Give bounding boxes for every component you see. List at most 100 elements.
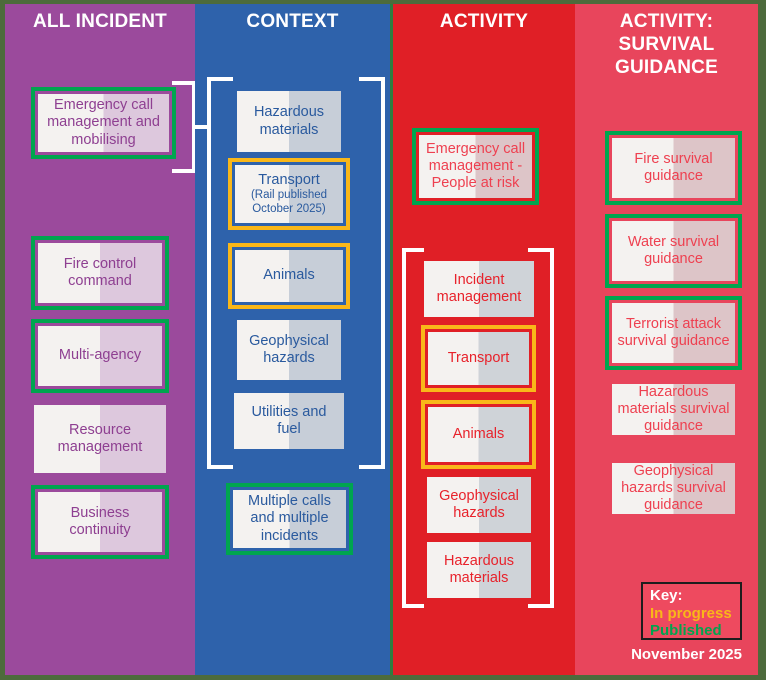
card-emergency-call-management[interactable]: Emergency call management and mobilising — [38, 94, 169, 152]
card-transport[interactable]: Transport (Rail published October 2025) — [235, 165, 343, 223]
card-fill — [235, 250, 343, 302]
card-fill — [237, 91, 341, 152]
column-activity: ACTIVITY Emergency call management - Peo… — [390, 4, 575, 675]
card-fill — [424, 261, 534, 317]
column-context: CONTEXT Hazardous materials Transport — [195, 4, 390, 675]
card-water-survival-guidance[interactable]: Water survival guidance — [612, 221, 735, 281]
card-label: Hazardous materials survival guidance — [617, 383, 730, 435]
card-resource-management[interactable]: Resource management — [34, 405, 166, 473]
column-title-activity: ACTIVITY — [439, 11, 529, 32]
card-emergency-call-management-wrapper[interactable]: Emergency call management and mobilising — [31, 87, 176, 159]
card-hazardous-materials-survival-guidance-wrapper[interactable]: Hazardous materials survival guidance — [609, 381, 738, 438]
card-label: Emergency call management - People at ri… — [425, 140, 526, 192]
card-activity-transport[interactable]: Transport — [428, 332, 529, 385]
card-label-main: Transport — [258, 172, 320, 189]
card-incident-management-wrapper[interactable]: Incident management — [421, 258, 537, 320]
card-fire-survival-guidance-wrapper[interactable]: Fire survival guidance — [605, 131, 742, 205]
card-hazardous-materials[interactable]: Hazardous materials — [237, 91, 341, 152]
card-terrorist-attack-survival-guidance[interactable]: Terrorist attack survival guidance — [612, 303, 735, 363]
card-utilities-and-fuel[interactable]: Utilities and fuel — [234, 393, 344, 449]
card-label: Geophysical hazards — [249, 332, 329, 366]
card-fill — [237, 320, 341, 380]
column-title-context: CONTEXT — [246, 11, 339, 32]
card-activity-geophysical-hazards-wrapper[interactable]: Geophysical hazards — [424, 474, 534, 536]
card-geophysical-hazards-survival-guidance[interactable]: Geophysical hazards survival guidance — [612, 463, 735, 514]
card-activity-animals-wrapper[interactable]: Animals — [421, 400, 536, 469]
card-label: Terrorist attack survival guidance — [617, 315, 730, 349]
card-fill — [234, 393, 344, 449]
card-fill — [38, 94, 169, 152]
card-geophysical-hazards[interactable]: Geophysical hazards — [237, 320, 341, 380]
card-water-survival-guidance-wrapper[interactable]: Water survival guidance — [605, 214, 742, 288]
card-fill — [419, 135, 532, 198]
column-all-incident: ALL INCIDENT Emergency call management a… — [5, 4, 195, 675]
card-hazardous-materials-survival-guidance[interactable]: Hazardous materials survival guidance — [612, 384, 735, 435]
card-emergency-call-management-people-at-risk[interactable]: Emergency call management - People at ri… — [419, 135, 532, 198]
card-fill — [612, 384, 735, 435]
card-fill — [612, 463, 735, 514]
card-fire-survival-guidance[interactable]: Fire survival guidance — [612, 138, 735, 198]
card-business-continuity-wrapper[interactable]: Business continuity — [31, 485, 169, 559]
card-fill — [34, 405, 166, 473]
card-label: Multi-agency — [58, 347, 142, 364]
card-fill — [612, 303, 735, 363]
card-fill — [38, 326, 162, 386]
datestamp: November 2025 — [631, 646, 742, 663]
key-legend: Key: In progress Published — [641, 582, 742, 640]
card-fire-control-command-wrapper[interactable]: Fire control command — [31, 236, 169, 310]
card-fill — [428, 332, 529, 385]
key-in-progress-label: In progress — [650, 604, 732, 622]
card-label: Transport — [447, 349, 510, 366]
card-label: Transport (Rail published October 2025) — [235, 170, 343, 218]
card-fill — [427, 542, 531, 598]
card-fill — [38, 492, 162, 552]
card-geophysical-hazards-survival-guidance-wrapper[interactable]: Geophysical hazards survival guidance — [609, 460, 738, 517]
card-fill — [233, 490, 346, 548]
card-activity-hazardous-materials[interactable]: Hazardous materials — [427, 542, 531, 598]
card-fill — [428, 407, 529, 462]
column-activity-survival-guidance: ACTIVITY: SURVIVAL GUIDANCE Fire surviva… — [575, 4, 758, 675]
card-label: Hazardous materials — [253, 104, 325, 138]
card-activity-animals[interactable]: Animals — [428, 407, 529, 462]
card-fire-control-command[interactable]: Fire control command — [38, 243, 162, 303]
card-multiple-calls-wrapper[interactable]: Multiple calls and multiple incidents — [226, 483, 353, 555]
card-business-continuity[interactable]: Business continuity — [38, 492, 162, 552]
card-resource-management-wrapper[interactable]: Resource management — [31, 402, 169, 476]
card-hazardous-materials-wrapper[interactable]: Hazardous materials — [234, 88, 344, 155]
card-utilities-and-fuel-wrapper[interactable]: Utilities and fuel — [231, 390, 347, 452]
card-label: Water survival guidance — [627, 233, 720, 267]
card-label-sub: (Rail published October 2025) — [250, 189, 328, 215]
card-fill — [612, 221, 735, 281]
card-emergency-call-people-at-risk-wrapper[interactable]: Emergency call management - People at ri… — [412, 128, 539, 205]
card-label: Animals — [263, 267, 315, 284]
card-incident-management[interactable]: Incident management — [424, 261, 534, 317]
card-fill — [427, 477, 531, 533]
card-label: Emergency call management and mobilising — [47, 97, 160, 148]
card-transport-wrapper[interactable]: Transport (Rail published October 2025) — [228, 158, 350, 230]
card-fill — [38, 243, 162, 303]
key-published-label: Published — [650, 622, 722, 640]
card-terrorist-attack-survival-guidance-wrapper[interactable]: Terrorist attack survival guidance — [605, 296, 742, 370]
card-label: Geophysical hazards — [439, 487, 519, 521]
card-label: Utilities and fuel — [251, 403, 327, 437]
card-activity-hazardous-materials-wrapper[interactable]: Hazardous materials — [424, 539, 534, 601]
card-multiple-calls-and-multiple-incidents[interactable]: Multiple calls and multiple incidents — [233, 490, 346, 548]
card-multi-agency-wrapper[interactable]: Multi-agency — [31, 319, 169, 393]
card-activity-transport-wrapper[interactable]: Transport — [421, 325, 536, 392]
card-multi-agency[interactable]: Multi-agency — [38, 326, 162, 386]
column-title-all-incident: ALL INCIDENT — [33, 11, 167, 32]
card-label: Incident management — [436, 271, 522, 305]
card-animals[interactable]: Animals — [235, 250, 343, 302]
card-label: Geophysical hazards survival guidance — [621, 462, 726, 514]
card-fill — [235, 165, 343, 223]
card-activity-geophysical-hazards[interactable]: Geophysical hazards — [427, 477, 531, 533]
card-geophysical-hazards-wrapper[interactable]: Geophysical hazards — [234, 317, 344, 383]
card-label: Hazardous materials — [443, 552, 515, 586]
column-title-survival-guidance: ACTIVITY: SURVIVAL GUIDANCE — [615, 11, 718, 79]
card-fill — [612, 138, 735, 198]
card-label: Multiple calls and multiple incidents — [248, 493, 331, 544]
card-animals-wrapper[interactable]: Animals — [228, 243, 350, 309]
card-label: Business continuity — [69, 504, 131, 538]
key-title: Key: — [650, 587, 683, 604]
